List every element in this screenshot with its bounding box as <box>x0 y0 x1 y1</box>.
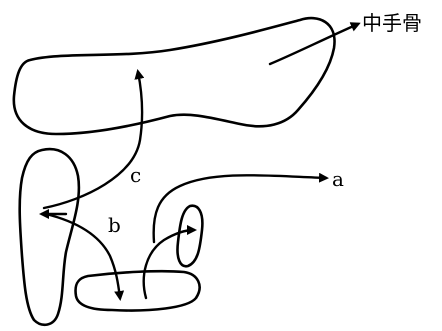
label-c: c <box>130 163 141 187</box>
arrow-metacarpal <box>268 22 361 66</box>
metacarpal-label: 中手骨 <box>362 11 422 35</box>
metacarpal-bone-outline <box>12 16 336 136</box>
bottom-bone-outline <box>74 269 201 312</box>
small-right-bone-outline <box>176 204 204 268</box>
arrow-b <box>44 212 125 301</box>
arrow-bottom-to-small <box>142 225 197 300</box>
label-b: b <box>108 213 121 237</box>
left-bone-outline <box>18 147 81 327</box>
arrow-c <box>42 69 145 210</box>
label-a: a <box>332 167 344 191</box>
arrow-a <box>152 172 329 244</box>
